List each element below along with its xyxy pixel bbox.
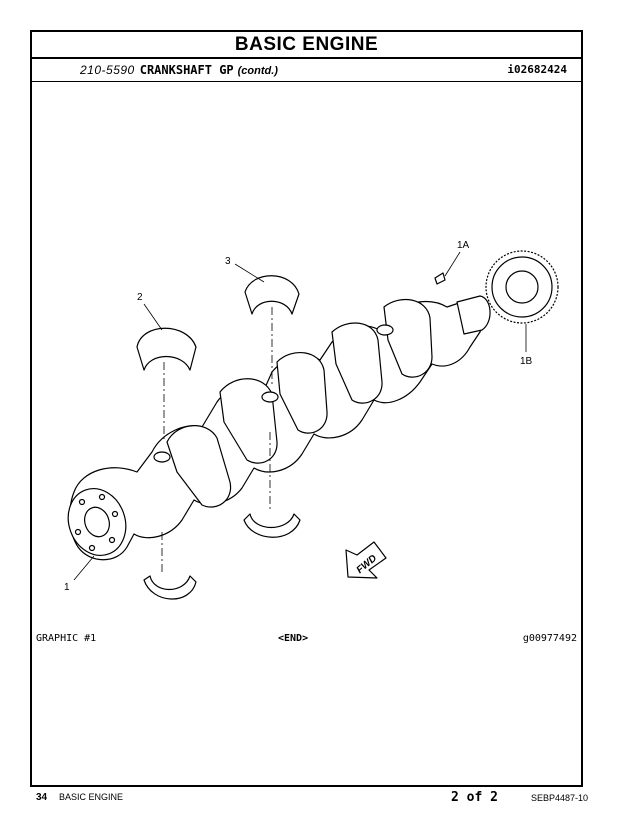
crankshaft-illustration: 1 2 3 1A 1B FWD [64,240,559,600]
end-marker: <END> [278,633,309,644]
document-id: SEBP4487-10 [531,793,589,803]
page-of: 2 of 2 [451,790,498,805]
continued-note: (contd.) [237,65,278,77]
part-name: CRANKSHAFT GP [139,63,234,77]
crank-web [166,425,232,508]
callout-1b: 1B [520,356,533,367]
bearing-shell [136,327,197,371]
callout-2: 2 [137,292,143,303]
page-number: 34 [36,792,48,803]
page-frame: BASIC ENGINE 210-5590 CRANKSHAFT GP(contd… [30,30,583,787]
callout-1: 1 [64,582,70,593]
crank-web [383,299,433,378]
graphic-label: GRAPHIC #1 [36,633,97,644]
illustration-id: i02682424 [507,63,567,76]
dowel-pin [434,272,446,285]
bearing-shell [243,513,301,538]
page-title: BASIC ENGINE [32,32,581,59]
page-footer: 34 BASIC ENGINE 2 of 2 SEBP4487-10 [0,790,638,808]
crank-web [331,322,383,404]
callout-3: 3 [225,256,231,267]
graphic-reference: g00977492 [522,633,577,644]
fwd-arrow [345,541,387,579]
callout-1a: 1A [457,240,470,251]
part-number: 210-5590 [80,63,135,77]
part-info: 210-5590 CRANKSHAFT GP(contd.) [80,59,278,82]
part-header: 210-5590 CRANKSHAFT GP(contd.) i02682424 [32,59,581,82]
bearing-shell [244,275,300,315]
bearing-shell [143,575,197,600]
footer-section: BASIC ENGINE [59,792,124,802]
crank-web [276,351,328,434]
